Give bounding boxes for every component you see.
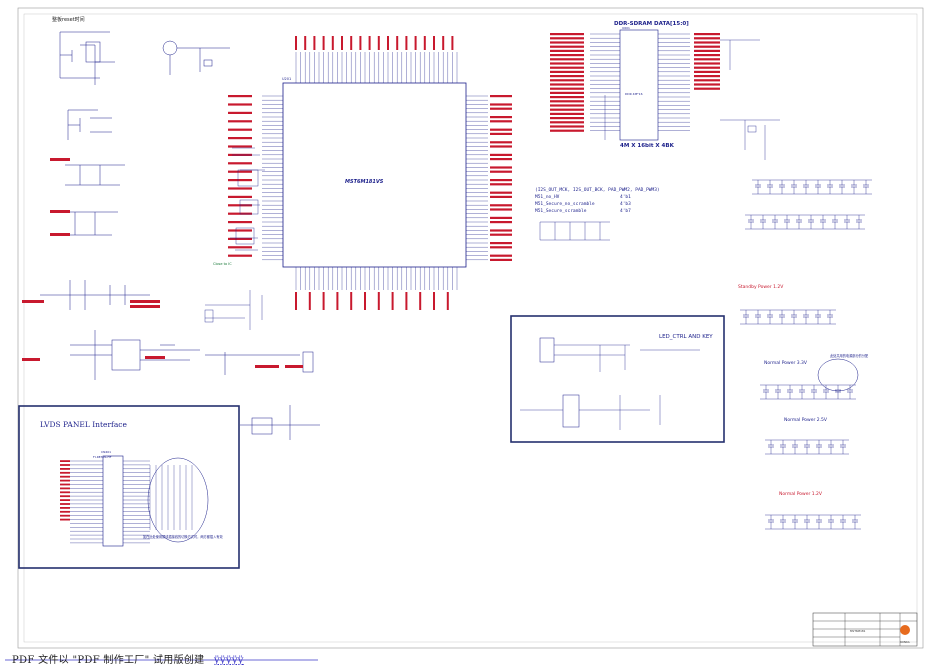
drawing-frame-inner xyxy=(23,13,918,643)
svg-text:KONKA: KONKA xyxy=(900,640,910,644)
main-ic-pins xyxy=(228,36,512,310)
main-ic-part: MST6M181VS xyxy=(345,179,384,185)
audio-circuit xyxy=(70,330,320,440)
svg-text:M51_Secure_no_scramble: M51_Secure_no_scramble xyxy=(535,201,595,207)
svg-text:4'b7: 4'b7 xyxy=(620,208,631,214)
reset-components xyxy=(85,40,230,75)
ddr-chip: U601 DDR 4M*16 xyxy=(619,26,659,141)
svg-text:Normal Power 2.5V: Normal Power 2.5V xyxy=(784,417,828,423)
lvds-pins xyxy=(60,460,193,544)
crystal-note: Close to IC xyxy=(213,262,232,266)
footer-watermark: PDF 文件以 "PDF 制作工厂" 试用版创建 ÿÿÿÿÿ xyxy=(12,651,244,666)
title-block: KONKA MST6M181 xyxy=(812,612,918,647)
reset-note: 整板reset时间 xyxy=(52,16,85,23)
svg-text:LED_CTRL AND KEY: LED_CTRL AND KEY xyxy=(659,334,713,340)
option-table: (I2S_OUT_MCK, I2S_OUT_BCK, PAD_PWM2, PAD… xyxy=(535,187,660,214)
drawing-frame xyxy=(17,7,924,649)
footer-link[interactable]: ÿÿÿÿÿ xyxy=(213,655,244,666)
option-resistors xyxy=(539,221,610,241)
svg-text:4'b1: 4'b1 xyxy=(620,194,631,200)
lvds-box: LVDS PANEL Interface CN401 FI-RE30S-HF 如… xyxy=(18,405,240,569)
svg-text:M51_Secure_scramble: M51_Secure_scramble xyxy=(535,208,587,214)
svg-text:DDR 4M*16: DDR 4M*16 xyxy=(625,92,643,96)
reset-labels xyxy=(22,158,160,308)
main-ic-ref: U201 xyxy=(282,77,291,81)
ddr-pins xyxy=(550,33,720,140)
ddr-side-parts xyxy=(720,39,780,160)
led-ctrl-box: LED_CTRL AND KEY xyxy=(510,315,725,443)
main-ic: U201 MST6M181VS xyxy=(282,77,467,268)
ic-side-nets xyxy=(204,147,265,330)
power-sections: Standby Power 1.2V Normal Power 3.3V Nor… xyxy=(738,284,869,497)
svg-text:4'b3: 4'b3 xyxy=(620,201,631,207)
svg-text:(I2S_OUT_MCK, I2S_OUT_BCK, PAD: (I2S_OUT_MCK, I2S_OUT_BCK, PAD_PWM2, PAD… xyxy=(535,187,660,193)
svg-text:LVDS PANEL Interface: LVDS PANEL Interface xyxy=(40,420,127,429)
svg-text:如在此处使用屏线插接线的切换方式时，两方都插入有效: 如在此处使用屏线插接线的切换方式时，两方都插入有效 xyxy=(143,534,223,539)
footer-text: PDF 文件以 "PDF 制作工厂" 试用版创建 xyxy=(12,655,205,666)
svg-text:MST6M181: MST6M181 xyxy=(850,629,866,633)
svg-text:Normal Power 1.2V: Normal Power 1.2V xyxy=(779,491,823,497)
svg-text:此处共用的电源部分的分配: 此处共用的电源部分的分配 xyxy=(830,353,869,358)
audio-labels xyxy=(22,356,303,368)
reset-circuit xyxy=(40,31,150,310)
svg-text:Normal Power 3.3V: Normal Power 3.3V xyxy=(764,360,808,366)
ddr-title: DDR-SDRAM DATA[15:0] xyxy=(614,21,689,27)
svg-text:Standby Power 1.2V: Standby Power 1.2V xyxy=(738,284,784,290)
svg-text:CN401: CN401 xyxy=(101,450,111,454)
decoupling-caps xyxy=(740,179,872,530)
svg-text:FI-RE30S-HF: FI-RE30S-HF xyxy=(93,455,112,459)
svg-text:U601: U601 xyxy=(622,26,630,30)
ddr-size-note: 4M X 16bit X 4BK xyxy=(620,143,675,149)
svg-text:M51_no_HV: M51_no_HV xyxy=(535,194,560,200)
